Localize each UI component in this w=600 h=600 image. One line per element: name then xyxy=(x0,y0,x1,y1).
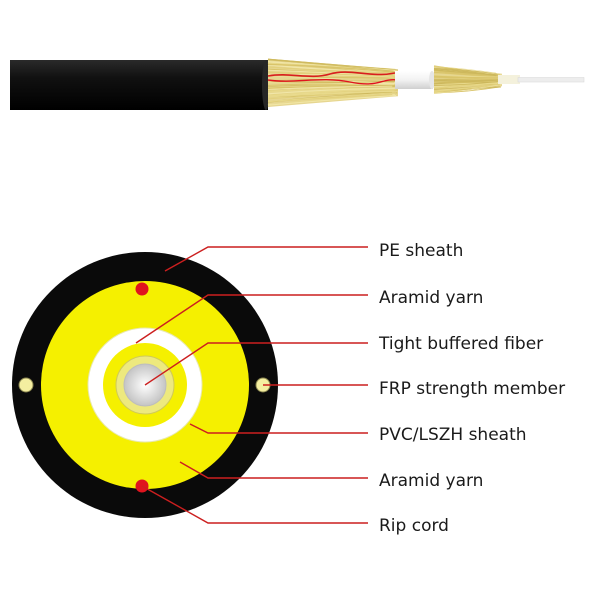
yarn-strand xyxy=(267,75,395,81)
inner-sheath-end xyxy=(429,71,435,89)
yarn-strand xyxy=(267,92,397,103)
leader-tight-buffered-fiber xyxy=(144,342,368,386)
rip-cord-dot-top xyxy=(135,282,149,296)
yarn-strand xyxy=(267,90,394,97)
yarn-strand xyxy=(267,84,397,87)
label-frp-strength-member: FRP strength member xyxy=(379,379,565,399)
rip-cord-strand-top xyxy=(267,71,396,78)
outer-jacket xyxy=(10,60,268,110)
yarn-strand xyxy=(267,58,399,71)
leader-pe-sheath xyxy=(164,246,368,272)
yarn-strand xyxy=(433,84,502,94)
tight-buffer xyxy=(498,75,520,84)
cable-side-view xyxy=(10,58,585,110)
label-pe-sheath: PE sheath xyxy=(379,241,463,261)
leader-lines xyxy=(135,246,368,524)
leader-aramid-outer xyxy=(179,461,368,479)
yarn-strand xyxy=(433,84,500,92)
label-tight-buffered-fiber: Tight buffered fiber xyxy=(378,334,543,354)
yarn-strand xyxy=(267,85,393,90)
yarn-strand xyxy=(433,66,497,74)
yarn-strand xyxy=(267,66,393,74)
yarn-strand xyxy=(433,80,500,86)
yarn-strand xyxy=(267,87,396,95)
leader-rip-cord xyxy=(141,485,368,524)
yarn-strand xyxy=(267,94,397,106)
yarn-strand xyxy=(433,69,498,76)
yarn-strand xyxy=(433,79,501,83)
bare-fiber xyxy=(517,77,585,83)
inner-sheath-tube xyxy=(395,71,433,89)
yarn-strand xyxy=(433,75,497,79)
labels: PE sheath Aramid yarn Tight buffered fib… xyxy=(378,241,565,536)
label-aramid-yarn-inner: Aramid yarn xyxy=(379,288,483,308)
yarn-strand xyxy=(267,59,394,72)
leader-pvc-lszh xyxy=(189,423,368,434)
leader-aramid-inner xyxy=(135,294,368,344)
label-rip-cord: Rip cord xyxy=(379,516,449,536)
yarn-strand xyxy=(267,63,396,73)
rip-cord-strand-bottom xyxy=(267,78,399,85)
frp-member-left xyxy=(18,377,34,393)
label-aramid-yarn-outer: Aramid yarn xyxy=(379,471,483,491)
yarn-strand xyxy=(267,75,396,79)
label-pvc-lszh-sheath: PVC/LSZH sheath xyxy=(379,425,527,445)
yarn-strand xyxy=(267,88,397,96)
inner-aramid-yarn xyxy=(433,65,503,94)
yarn-strand xyxy=(433,82,498,86)
